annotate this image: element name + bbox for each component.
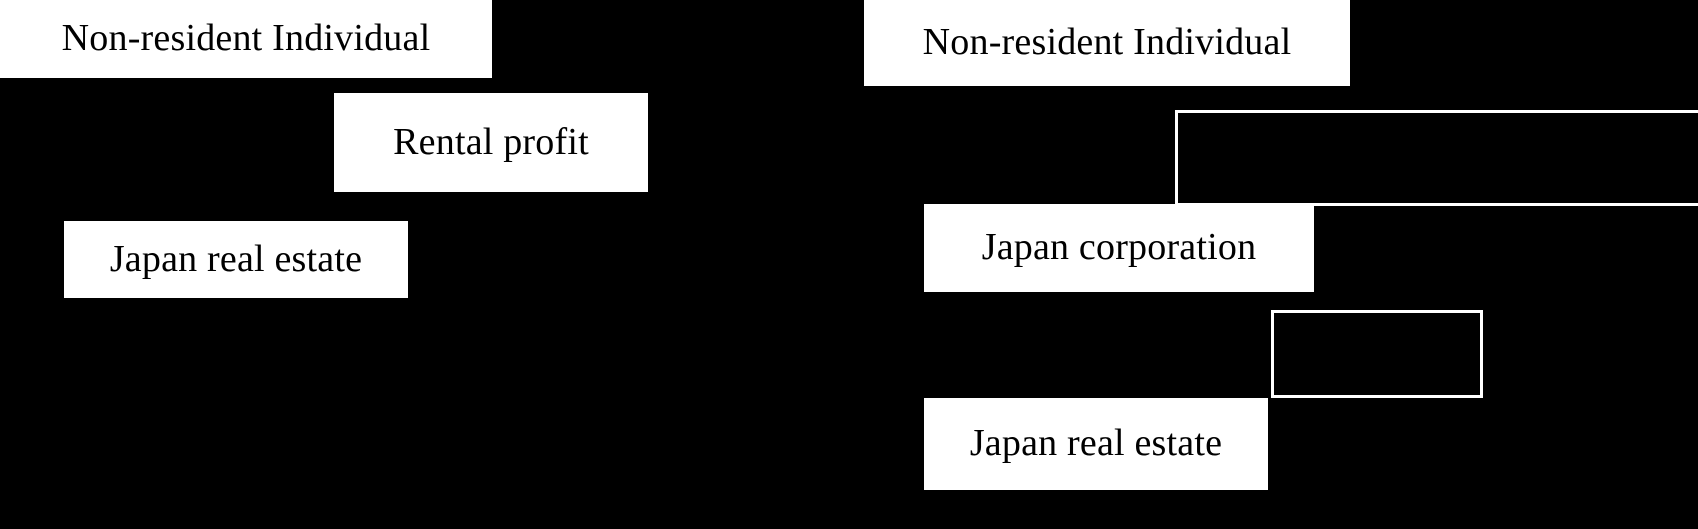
node-left-nonresident-individual[interactable]: Non-resident Individual [0, 0, 492, 78]
left-structure-panel: Non-resident Individual Rental profit Ja… [0, 0, 648, 298]
node-label: Japan real estate [109, 237, 363, 280]
node-right-upper-outlined-box[interactable] [1175, 110, 1698, 206]
node-label: Japan corporation [981, 226, 1257, 269]
right-structure-panel: Non-resident Individual Japan corporatio… [849, 0, 1698, 529]
node-right-japan-corporation[interactable]: Japan corporation [924, 204, 1314, 292]
node-left-japan-real-estate[interactable]: Japan real estate [64, 221, 408, 298]
node-label: Non-resident Individual [922, 21, 1292, 64]
node-right-lower-outlined-box[interactable] [1271, 310, 1483, 398]
node-right-japan-real-estate[interactable]: Japan real estate [924, 398, 1268, 490]
node-left-rental-profit[interactable]: Rental profit [334, 93, 648, 192]
node-right-nonresident-individual[interactable]: Non-resident Individual [864, 0, 1350, 86]
node-label: Non-resident Individual [61, 17, 431, 60]
node-label: Rental profit [393, 120, 589, 163]
node-label: Japan real estate [969, 422, 1223, 465]
